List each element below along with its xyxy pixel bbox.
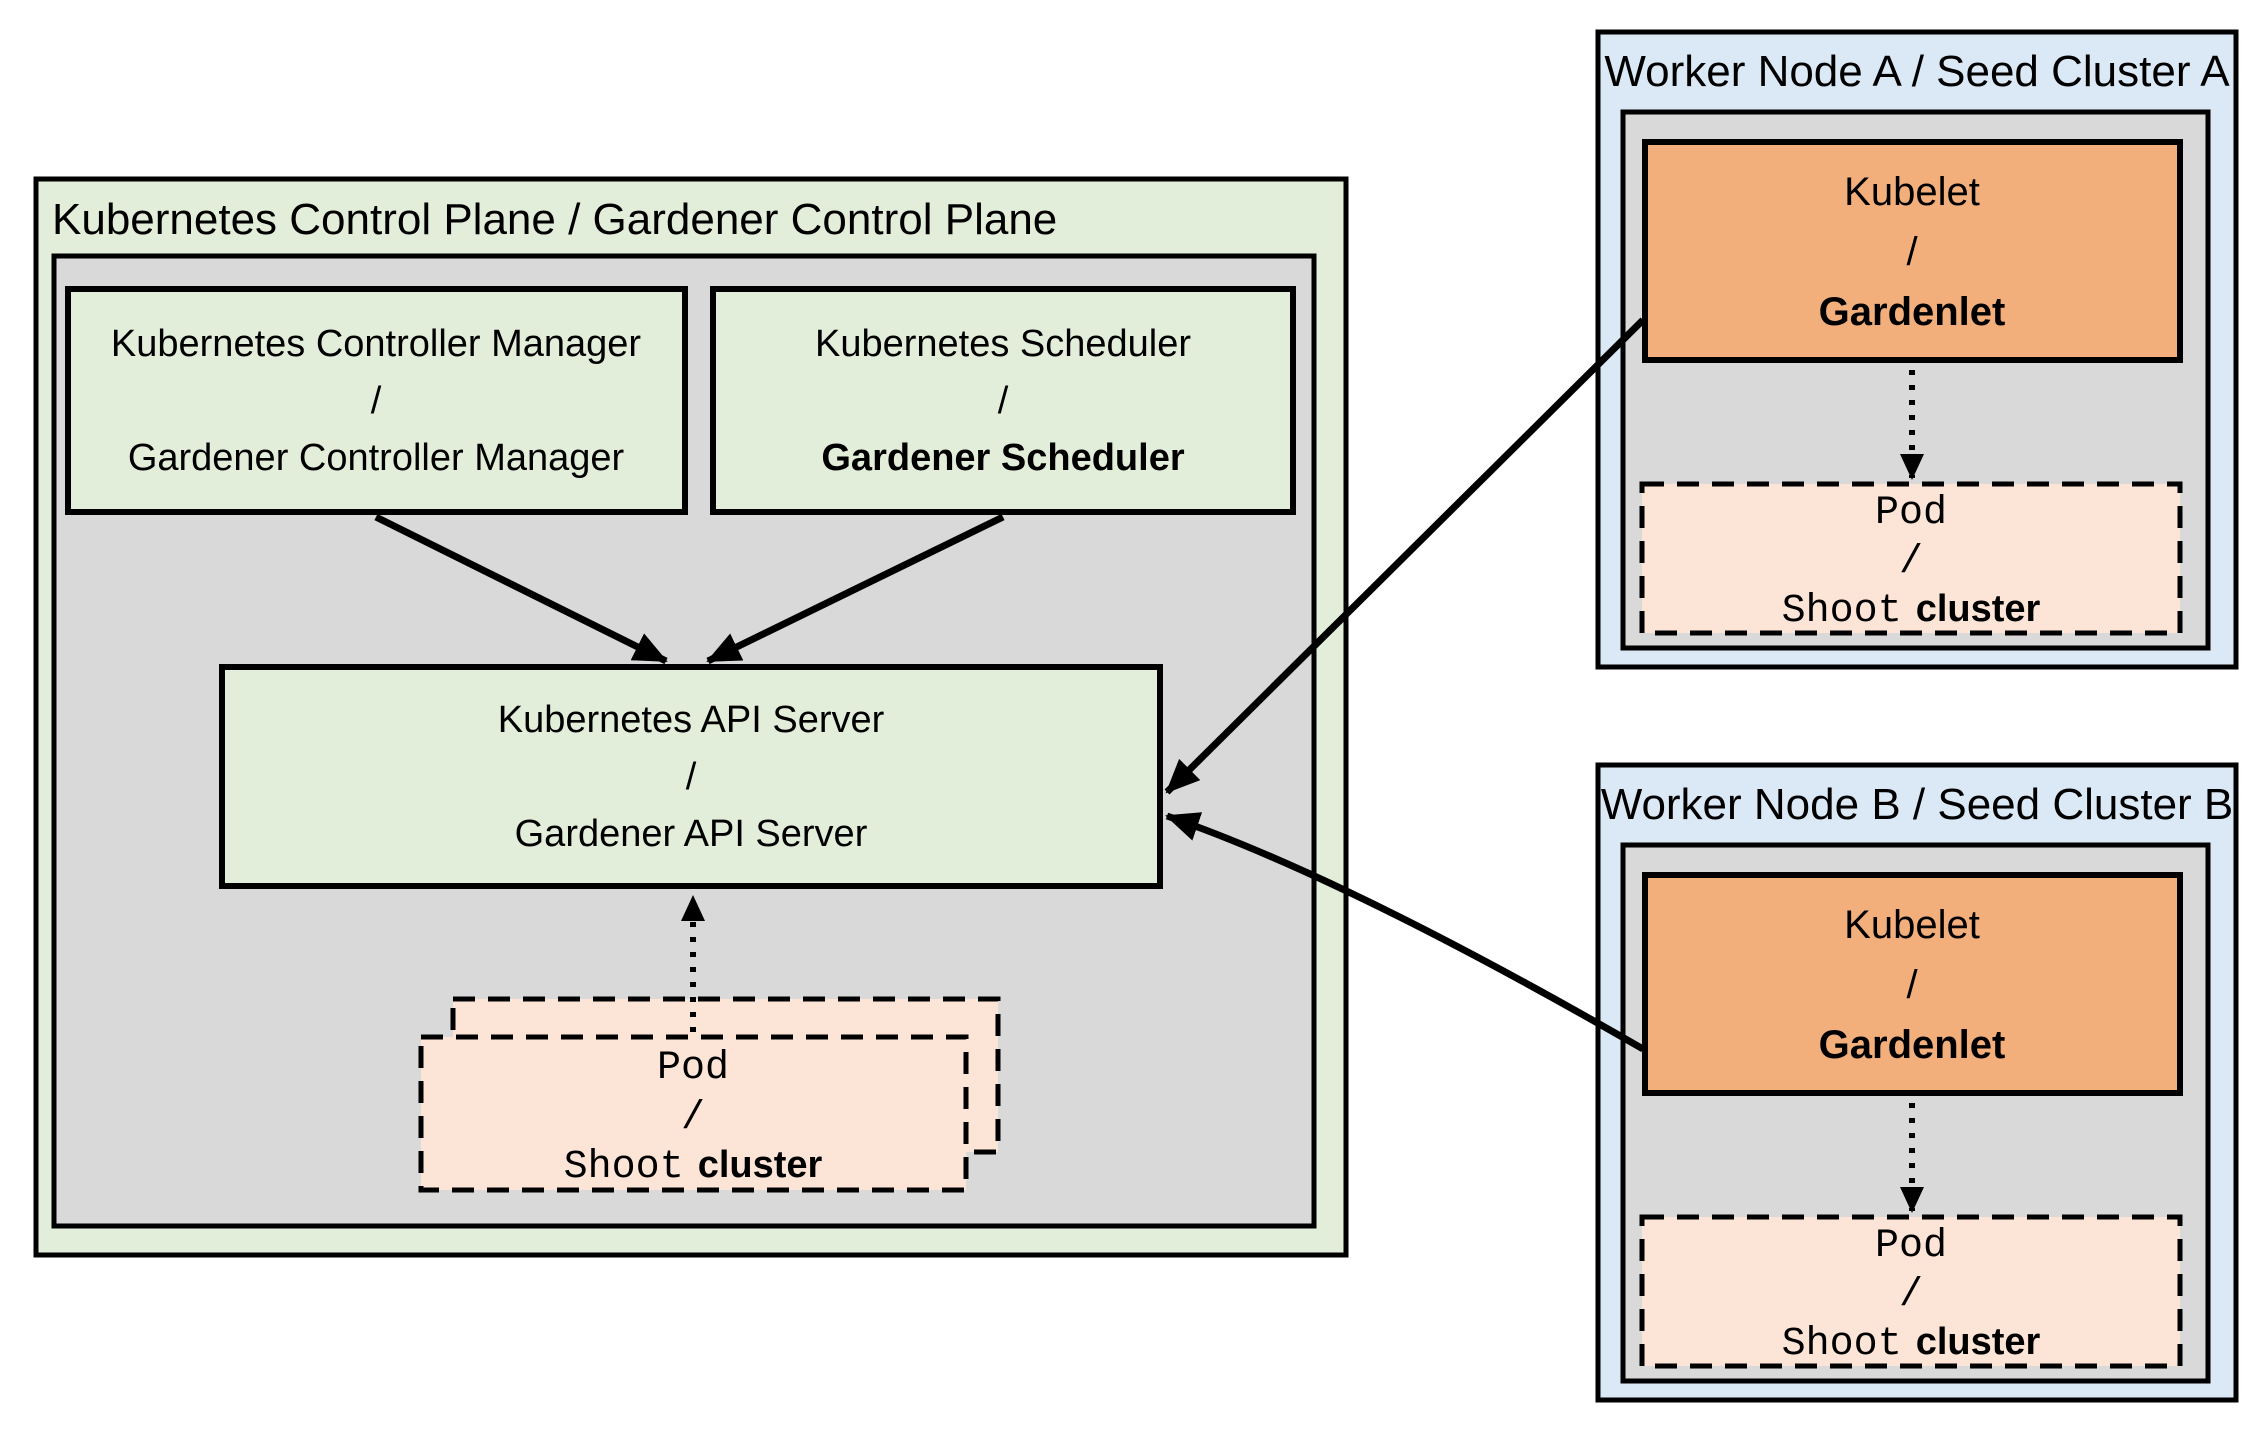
arrow-controller-manager-to-api-server xyxy=(374,513,668,665)
api-server-box xyxy=(219,664,1163,889)
pod-shoot-a-separator: / xyxy=(1899,540,1923,585)
kubelet-b-line2: Gardenlet xyxy=(1819,1023,2006,1067)
pod-shoot-b-line2-shoot: Shoot xyxy=(1782,1322,1902,1367)
worker-node-a-title: Worker Node A / Seed Cluster A xyxy=(1604,47,2230,96)
pod-shoot-separator: / xyxy=(681,1096,705,1141)
arrow-kubelet-b-to-api-server xyxy=(1165,812,1645,1053)
controller-manager-line2: Gardener Controller Manager xyxy=(128,437,625,479)
arrow-kubelet-a-to-api-server xyxy=(1164,317,1646,795)
pod-shoot-a-line2: Shoot cluster xyxy=(1782,588,2041,634)
controller-manager-box xyxy=(65,286,688,515)
pod-shoot-box-front xyxy=(418,1034,969,1193)
arrow-scheduler-to-api-server xyxy=(706,513,1005,665)
pod-shoot-b-line2: Shoot cluster xyxy=(1782,1321,2041,1367)
pod-shoot-a-box xyxy=(1639,481,2183,636)
pod-shoot-a-line1: Pod xyxy=(1875,491,1947,536)
control-plane-title: Kubernetes Control Plane / Gardener Cont… xyxy=(52,195,1057,244)
controller-manager-line1: Kubernetes Controller Manager xyxy=(111,323,642,365)
kubelet-a-line2: Gardenlet xyxy=(1819,290,2006,334)
kubelet-b-line1: Kubelet xyxy=(1844,903,1980,947)
scheduler-line2: Gardener Scheduler xyxy=(821,437,1184,479)
api-server-separator: / xyxy=(686,756,697,798)
pod-shoot-line2-shoot: Shoot xyxy=(564,1145,684,1190)
pod-shoot-b-separator: / xyxy=(1899,1273,1923,1318)
kubelet-b-separator: / xyxy=(1906,963,1918,1007)
pod-shoot-a-line2-cluster: cluster xyxy=(1916,588,2041,630)
pod-shoot-line1: Pod xyxy=(657,1046,729,1091)
pod-shoot-a-line2-shoot: Shoot xyxy=(1782,589,1902,634)
api-server-line2: Gardener API Server xyxy=(515,813,868,855)
pod-shoot-b-box xyxy=(1639,1214,2183,1369)
kubelet-b-box xyxy=(1642,872,2183,1096)
scheduler-box xyxy=(710,286,1296,515)
api-server-line1: Kubernetes API Server xyxy=(498,699,885,741)
scheduler-separator: / xyxy=(998,380,1009,422)
pod-shoot-line2: Shoot cluster xyxy=(564,1144,823,1190)
pod-shoot-b-line2-cluster: cluster xyxy=(1916,1321,2041,1363)
kubelet-a-box xyxy=(1642,139,2183,363)
worker-node-b-title: Worker Node B / Seed Cluster B xyxy=(1601,780,2234,829)
pod-shoot-line2-cluster: cluster xyxy=(698,1144,823,1186)
controller-manager-separator: / xyxy=(371,380,382,422)
kubelet-a-separator: / xyxy=(1906,230,1918,274)
scheduler-line1: Kubernetes Scheduler xyxy=(815,323,1191,365)
kubelet-a-line1: Kubelet xyxy=(1844,170,1980,214)
pod-shoot-b-line1: Pod xyxy=(1875,1224,1947,1269)
